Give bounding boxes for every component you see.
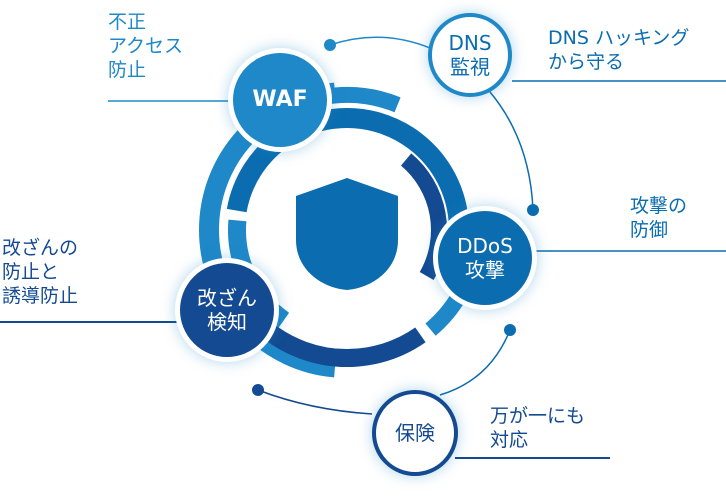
shield-icon: [296, 178, 398, 290]
connector-arc: [489, 91, 534, 211]
tamper-description: 改ざんの 防止と 誘導防止: [2, 237, 79, 307]
connector-dot: [504, 324, 516, 336]
outer-ring-segment: [322, 87, 401, 113]
connector-dot: [252, 384, 264, 396]
connector-dot: [527, 204, 539, 216]
dns-description: DNS ハッキング から守る: [548, 27, 690, 73]
ddos-description: 攻撃の 防御: [630, 195, 688, 241]
ddos-node: DDoS 攻撃: [433, 206, 537, 310]
waf-node: WAF: [228, 48, 332, 152]
dns-node: DNS 監視: [428, 13, 512, 97]
connector-arc: [257, 389, 373, 415]
connector-arc: [329, 36, 431, 49]
tamper-detection-node: 改ざん 検知: [175, 258, 279, 362]
connector-arc: [439, 329, 511, 396]
connector-dot: [324, 39, 336, 51]
insurance-node: 保険: [372, 390, 458, 476]
insurance-description: 万が一にも 対応: [490, 405, 586, 451]
waf-description: 不正 アクセス 防止: [108, 11, 184, 81]
